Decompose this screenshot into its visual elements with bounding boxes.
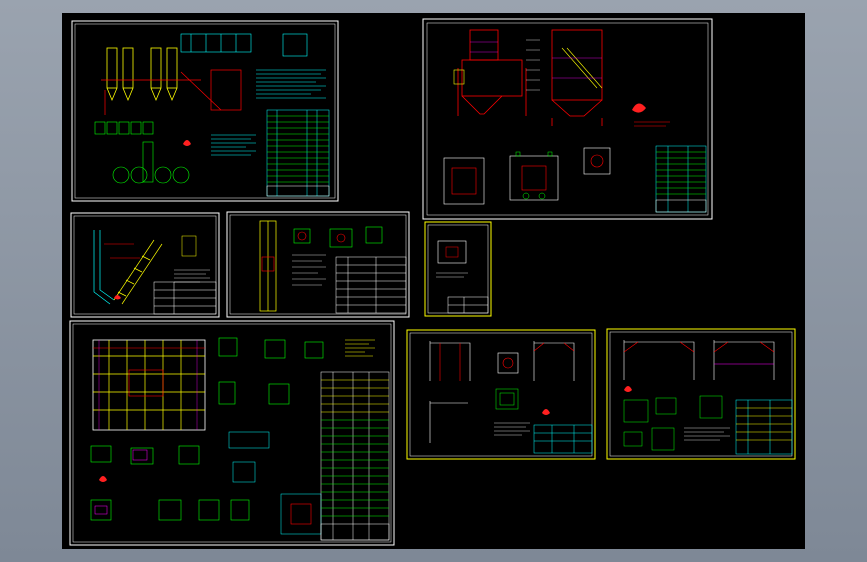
drawing-sheet-4[interactable] bbox=[226, 211, 410, 318]
drawing-sheet-8[interactable] bbox=[606, 328, 796, 460]
drawing-sheet-6[interactable] bbox=[69, 320, 395, 546]
flame-logo-icon bbox=[542, 409, 550, 415]
flame-logo-icon bbox=[624, 386, 632, 392]
flame-logo-icon bbox=[183, 140, 191, 146]
flame-logo-icon bbox=[114, 295, 121, 300]
flame-logo-icon bbox=[632, 103, 646, 113]
drawing-sheet-3[interactable] bbox=[70, 212, 220, 318]
flame-logo-icon bbox=[99, 476, 107, 482]
drawing-sheet-7[interactable] bbox=[406, 329, 596, 460]
drawing-sheet-2[interactable] bbox=[422, 18, 713, 220]
cad-canvas[interactable] bbox=[62, 13, 805, 549]
drawing-sheet-1[interactable] bbox=[71, 20, 339, 202]
drawing-sheet-5[interactable] bbox=[424, 221, 492, 317]
